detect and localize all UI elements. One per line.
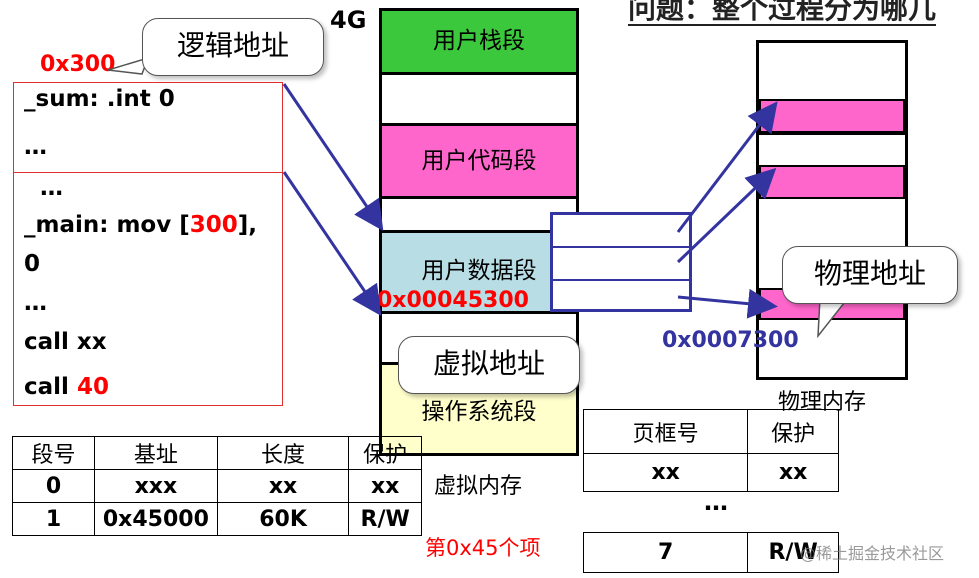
segment-header-cell: 长度 — [216, 436, 350, 470]
page-table-mini — [550, 212, 692, 312]
code-divider — [13, 172, 283, 173]
segment-header-cell: 保护 — [348, 436, 422, 470]
arrow-logical-to-data — [282, 83, 384, 231]
code-line-main: _main: mov [300], — [24, 212, 257, 238]
segment-header-cell: 段号 — [11, 436, 96, 470]
segment-table-header: 段号 基址 长度 保护 — [11, 436, 422, 470]
page-cell: 7 — [582, 532, 749, 573]
callout-physical-tail — [817, 298, 849, 338]
code-call-num: 40 — [76, 374, 109, 400]
page-table-mini-divider-2 — [553, 279, 689, 281]
code-line-call-40: call 40 — [24, 374, 109, 400]
page-header-cell: 页框号 — [582, 409, 749, 454]
logical-addr-value: 0x300 — [40, 52, 116, 77]
arrow-main-to-vaddr — [282, 171, 382, 316]
arrow-page-to-frame-1 — [676, 101, 778, 233]
segment-cell: xx — [216, 469, 350, 503]
caption-virtual-memory: 虚拟内存 — [434, 474, 523, 499]
segment-table-row: 0 xxx xx xx — [11, 469, 422, 503]
arrow-page-to-frame-2 — [676, 167, 777, 264]
code-line-zero: 0 — [24, 251, 41, 277]
segment-cell: xx — [348, 469, 422, 503]
code-box — [13, 82, 283, 406]
segment-cell: 0x45000 — [94, 502, 218, 536]
segment-table-row: 1 0x45000 60K R/W — [11, 502, 422, 536]
segment-cell: 60K — [216, 502, 350, 536]
arrow-page-to-frame-3 — [677, 288, 778, 319]
code-main-num: 300 — [189, 212, 238, 238]
page-table-row: 7 R/W — [582, 532, 839, 573]
callout-logical-address: 逻辑地址 — [142, 18, 324, 76]
code-main-post: ], — [237, 212, 257, 238]
physical-divider-1 — [759, 133, 905, 135]
segment-cell: R/W — [348, 502, 422, 536]
code-line-ellipsis-1: … — [24, 134, 47, 160]
page-cell: R/W — [747, 532, 839, 573]
page-cell: xx — [747, 453, 839, 492]
segment-cell: xxx — [94, 469, 218, 503]
watermark: @稀土掘金技术社区 — [800, 544, 945, 563]
virtual-addr-value: 0x00045300 — [377, 288, 529, 313]
segment-user-code: 用户代码段 — [379, 123, 579, 199]
code-line-sum: _sum: .int 0 — [24, 86, 175, 112]
page-table-header: 页框号 保护 — [582, 409, 839, 454]
physical-memory-block — [756, 40, 908, 380]
code-line-ellipsis-2: … — [24, 175, 64, 201]
code-line-call-xx: call xx — [24, 329, 107, 355]
segment-cell: 0 — [11, 469, 96, 503]
segment-header-cell: 基址 — [94, 436, 218, 470]
page-header-cell: 保护 — [747, 409, 839, 454]
page-table: 页框号 保护 xx xx — [582, 409, 839, 492]
page-table-entry-7: 7 R/W — [582, 532, 839, 573]
physical-addr-value: 0x0007300 — [662, 328, 799, 353]
segment-gap-1 — [379, 72, 579, 126]
callout-virtual-address: 虚拟地址 — [398, 336, 580, 394]
physical-frame-1 — [759, 99, 905, 133]
code-line-ellipsis-3: … — [24, 290, 47, 316]
code-call-pre: call — [24, 374, 77, 400]
label-4g: 4G — [330, 6, 367, 34]
page-table-row: xx xx — [582, 453, 839, 492]
page-table-ellipsis: … — [704, 488, 728, 516]
segment-table: 段号 基址 长度 保护 0 xxx xx xx 1 0x45000 60K R/… — [11, 436, 422, 536]
code-main-pre: _main: mov [ — [24, 212, 190, 238]
question-title: 问题：整个过程分为哪几 — [628, 0, 937, 26]
arrows — [282, 83, 778, 319]
caption-entry-0x45: 第0x45个项 — [425, 536, 541, 560]
page-table-mini-divider-1 — [553, 246, 689, 248]
page-cell: xx — [582, 453, 749, 492]
callout-physical-address: 物理地址 — [782, 246, 958, 304]
segment-cell: 1 — [11, 502, 96, 536]
physical-frame-2 — [759, 165, 905, 199]
